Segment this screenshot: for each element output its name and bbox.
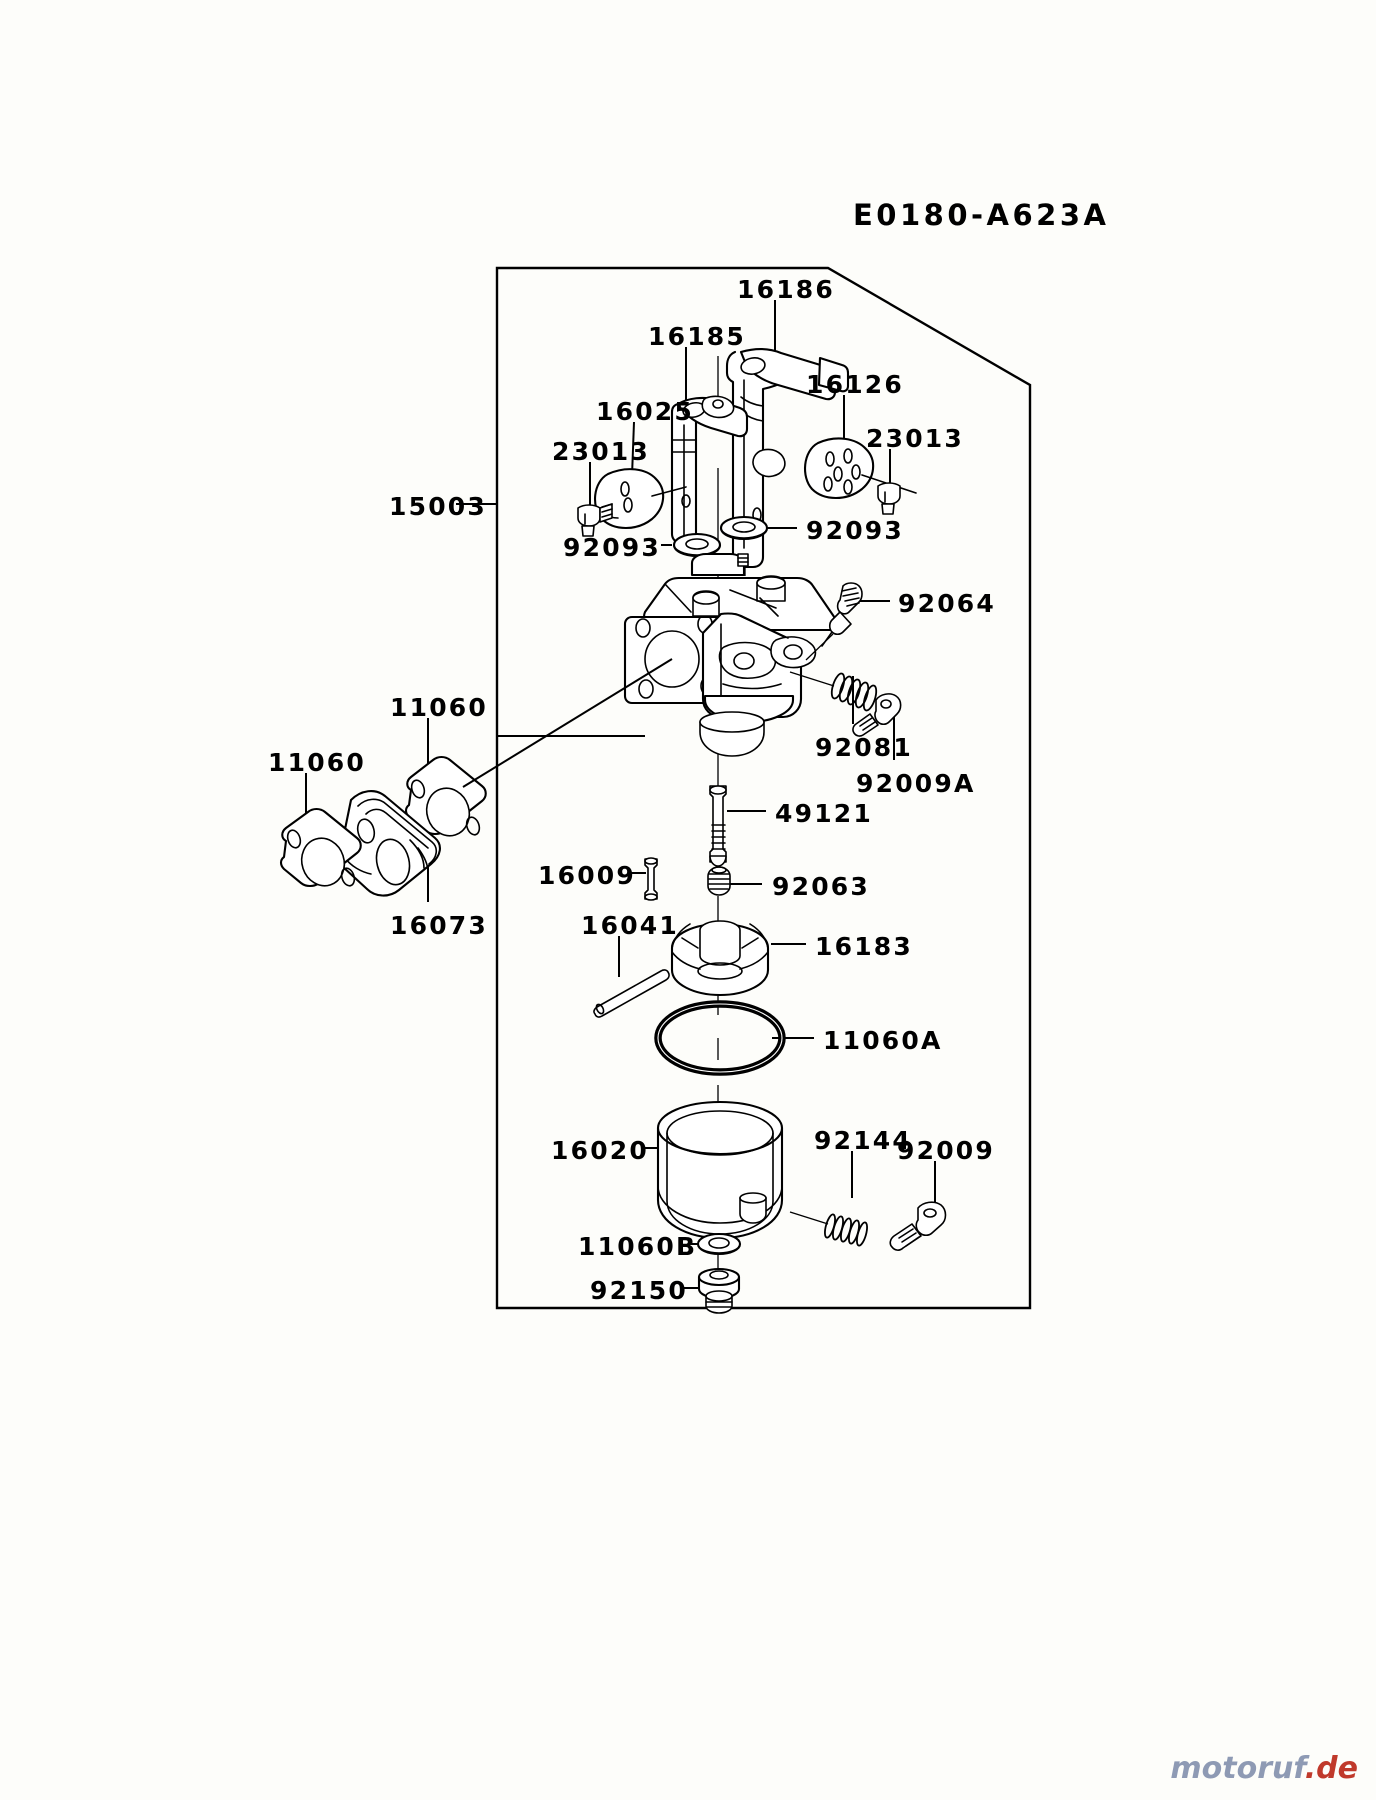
part-16185-shaft — [670, 395, 749, 545]
callout-16186: 16186 — [737, 275, 835, 304]
callout-16041: 16041 — [581, 911, 679, 940]
callout-92093-left: 92093 — [563, 533, 661, 562]
watermark: motoruf.de — [1170, 1751, 1358, 1786]
part-16126-plate — [804, 437, 917, 500]
part-23013-right-screw — [877, 482, 901, 515]
watermark-secondary: .de — [1304, 1751, 1358, 1786]
part-16186-lever — [725, 348, 850, 569]
part-92144-spring — [789, 1211, 868, 1247]
part-11060-gasket-centre — [404, 755, 487, 837]
callout-11060-left: 11060 — [268, 748, 366, 777]
part-16009-jet — [644, 857, 658, 901]
part-16041-float-pin — [593, 969, 670, 1018]
part-16020-float-bowl — [656, 1100, 784, 1240]
callout-23013-right: 23013 — [866, 424, 964, 453]
callout-16126: 16126 — [806, 370, 904, 399]
callout-23013-left: 23013 — [552, 437, 650, 466]
callout-16025: 16025 — [596, 397, 694, 426]
part-11060-gasket-left — [279, 807, 362, 888]
callout-11060-centre: 11060 — [390, 693, 488, 722]
callout-11060B: 11060B — [578, 1232, 698, 1261]
part-11060B-drain-gasket — [696, 1232, 742, 1256]
callout-16073: 16073 — [390, 911, 488, 940]
part-92064-pilot-screw — [805, 582, 863, 661]
part-92009-bowl-screw — [889, 1201, 947, 1251]
part-92150-drain-bolt — [697, 1267, 741, 1314]
assembly-frame — [495, 266, 1032, 1310]
part-92093-washer-right — [719, 515, 769, 541]
part-92093-washer-left — [672, 532, 722, 558]
callout-92009: 92009 — [897, 1136, 995, 1165]
callout-92081: 92081 — [815, 733, 913, 762]
part-16183-float — [670, 920, 770, 997]
part-92063-main-jet — [707, 866, 731, 896]
callout-49121: 49121 — [775, 799, 873, 828]
callout-92150: 92150 — [590, 1276, 688, 1305]
part-49121-nozzle — [709, 785, 727, 867]
part-92009A-screw — [852, 693, 902, 737]
callout-11060A: 11060A — [823, 1026, 943, 1055]
part-carburetor-body — [623, 552, 842, 757]
callout-92093-right: 92093 — [806, 516, 904, 545]
callout-15003: 15003 — [389, 492, 487, 521]
callout-92144: 92144 — [814, 1126, 912, 1155]
watermark-primary: motoruf — [1170, 1751, 1305, 1786]
callout-92009A: 92009A — [856, 769, 976, 798]
callout-16183: 16183 — [815, 932, 913, 961]
part-11060A-oring — [654, 1000, 786, 1076]
callout-92064: 92064 — [898, 589, 996, 618]
callout-16185: 16185 — [648, 322, 746, 351]
callout-16009: 16009 — [538, 861, 636, 890]
callout-92063: 92063 — [772, 872, 870, 901]
part-92081-spring — [789, 671, 878, 712]
part-23013-left-screw — [577, 503, 613, 537]
callout-16020: 16020 — [551, 1136, 649, 1165]
diagram-code: E0180-A623A — [853, 198, 1110, 232]
